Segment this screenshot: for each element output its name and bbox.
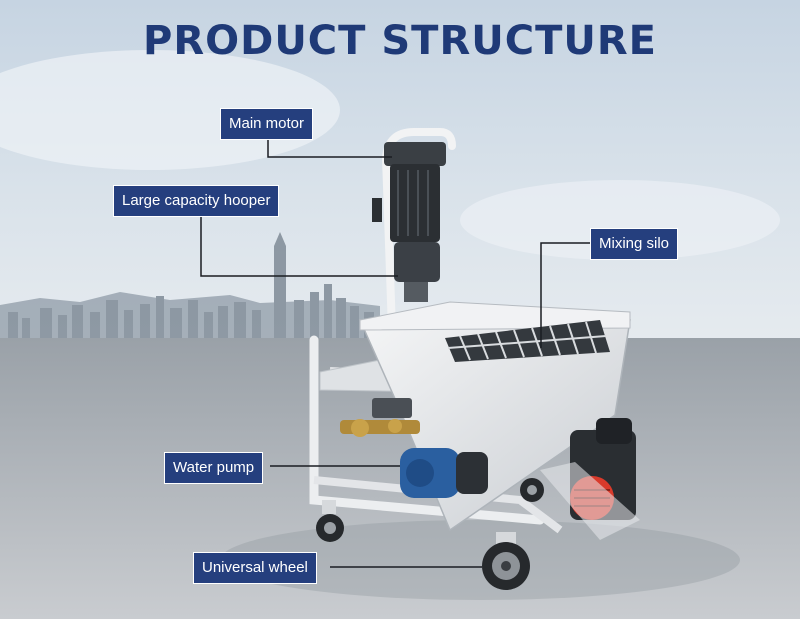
universal-wheel	[482, 532, 530, 590]
page-title: PRODUCT STRUCTURE	[143, 18, 657, 64]
cloud	[460, 180, 780, 260]
label-mixing-silo: Mixing silo	[590, 228, 679, 260]
wheel-left	[316, 500, 344, 542]
label-main-motor: Main motor	[220, 108, 314, 140]
label-universal-wheel: Universal wheel	[193, 552, 317, 584]
wheel-back	[520, 478, 544, 502]
gearbox	[394, 242, 440, 282]
city-skyline	[0, 232, 380, 340]
motor-fan-cover	[384, 142, 446, 166]
label-water-pump: Water pump	[164, 452, 264, 484]
label-hopper: Large capacity hooper	[113, 185, 280, 217]
ground-shade	[220, 520, 740, 600]
